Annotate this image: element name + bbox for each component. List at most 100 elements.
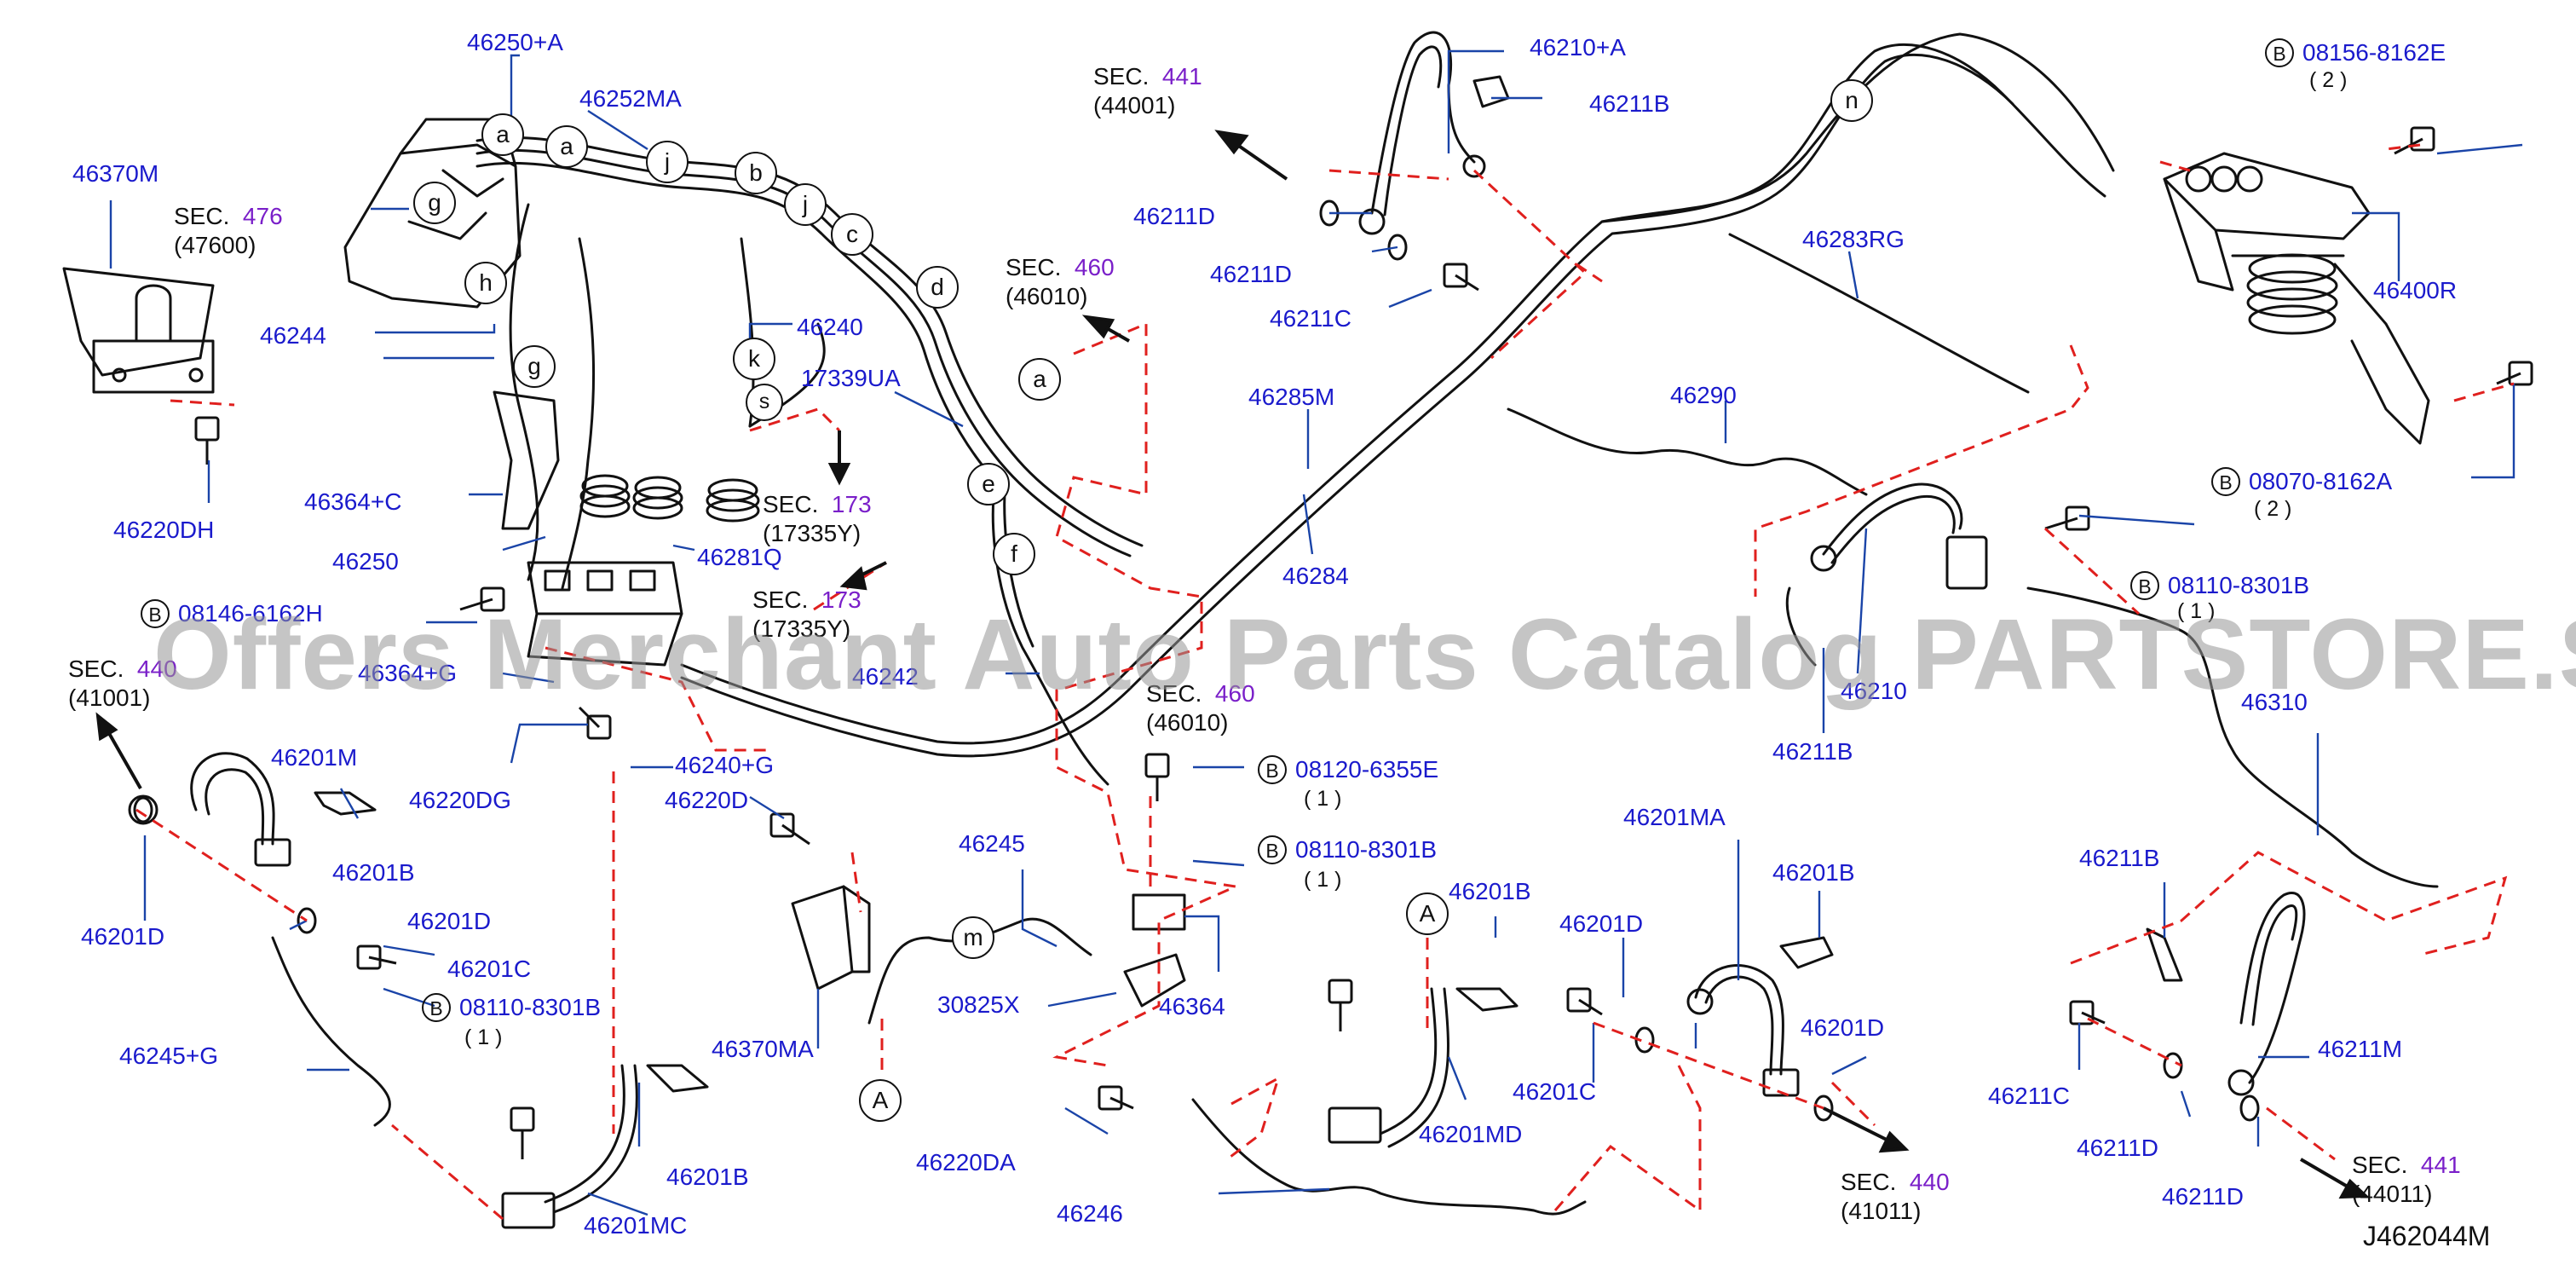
section-ref-440-b[interactable]: SEC. 440 (41011) xyxy=(1841,1168,1950,1226)
part-label-46211d-right2[interactable]: 46211D xyxy=(2162,1183,2245,1210)
part-label-46201b-lower[interactable]: 46201B xyxy=(666,1164,749,1190)
part-label-46245g[interactable]: 46245+G xyxy=(119,1043,218,1069)
sec-number: 173 xyxy=(821,586,862,613)
section-ref-441-a[interactable]: SEC. 441 (44001) xyxy=(1093,62,1202,120)
part-label-46211d-top[interactable]: 46211D xyxy=(1133,203,1216,229)
part-label-46364c[interactable]: 46364+C xyxy=(304,488,402,515)
part-label-30825x[interactable]: 30825X xyxy=(937,991,1020,1018)
part-label-46201ma[interactable]: 46201MA xyxy=(1623,804,1726,830)
clip-bubble-k[interactable]: k xyxy=(733,338,775,380)
bolt-code-08070-8162a[interactable]: B 08070-8162A xyxy=(2211,467,2392,496)
part-label-46211c-top[interactable]: 46211C xyxy=(1270,305,1352,332)
clip-bubble-n[interactable]: n xyxy=(1830,79,1873,122)
clip-bubble-c[interactable]: c xyxy=(831,213,873,256)
part-label-46201d-right2[interactable]: 46201D xyxy=(1801,1014,1885,1041)
part-label-46211b-mid[interactable]: 46211B xyxy=(1772,738,1853,765)
clip-bubble-f[interactable]: f xyxy=(993,533,1035,575)
clip-bubble-g[interactable]: g xyxy=(413,182,456,224)
clip-bubble-A[interactable]: A xyxy=(1406,892,1449,935)
part-label-46211d-top2[interactable]: 46211D xyxy=(1210,261,1293,287)
part-label-46201md[interactable]: 46201MD xyxy=(1419,1121,1523,1147)
diagram-id: J462044M xyxy=(2363,1221,2491,1251)
part-label-46211d-right[interactable]: 46211D xyxy=(2077,1135,2159,1161)
bolt-code-08110-8301b-center[interactable]: B 08110-8301B xyxy=(1258,835,1437,864)
part-label-46220dg[interactable]: 46220DG xyxy=(409,787,511,813)
part-label-46201b-right[interactable]: 46201B xyxy=(1772,859,1855,886)
section-ref-441-b[interactable]: SEC. 441 (44011) xyxy=(2352,1151,2461,1209)
part-label-46210a[interactable]: 46210+A xyxy=(1530,34,1626,61)
part-label-46220d[interactable]: 46220D xyxy=(665,787,749,813)
part-label-46283rg[interactable]: 46283RG xyxy=(1802,226,1905,252)
part-label-46281q[interactable]: 46281Q xyxy=(697,544,782,570)
part-label-46244[interactable]: 46244 xyxy=(260,322,326,349)
part-label-46201d-right[interactable]: 46201D xyxy=(1559,910,1644,937)
clip-bubble-j[interactable]: j xyxy=(646,141,689,183)
clip-bubble-b[interactable]: b xyxy=(735,152,777,194)
part-label-46211b-top[interactable]: 46211B xyxy=(1589,90,1670,117)
section-ref-476[interactable]: SEC. 476 (47600) xyxy=(174,202,283,260)
part-label-46364[interactable]: 46364 xyxy=(1159,993,1225,1020)
part-label-46211c-right[interactable]: 46211C xyxy=(1988,1083,2071,1109)
bolt-code-08110-8301b-right[interactable]: B 08110-8301B xyxy=(2130,571,2309,600)
sec-number: 440 xyxy=(136,656,177,682)
part-label-46211b-right[interactable]: 46211B xyxy=(2079,845,2160,871)
part-label-46201c-left[interactable]: 46201C xyxy=(447,956,532,982)
part-label-46220dh[interactable]: 46220DH xyxy=(113,517,215,543)
part-label-46201mc[interactable]: 46201MC xyxy=(584,1212,688,1239)
part-label-17339ua[interactable]: 17339UA xyxy=(801,365,901,391)
part-label-46250a[interactable]: 46250+A xyxy=(467,29,563,55)
section-ref-173-a[interactable]: SEC. 173 (17335Y) xyxy=(763,490,872,548)
section-ref-173-b[interactable]: SEC. 173 (17335Y) xyxy=(752,586,862,644)
part-label-46201d-left[interactable]: 46201D xyxy=(81,923,165,950)
clip-bubble-A[interactable]: A xyxy=(859,1079,902,1122)
part-label-46250[interactable]: 46250 xyxy=(332,548,399,575)
part-label-46201d-left2[interactable]: 46201D xyxy=(407,908,492,934)
part-label-46370m[interactable]: 46370M xyxy=(72,160,159,187)
part-label-46310[interactable]: 46310 xyxy=(2241,689,2308,715)
bolt-code-text: 08156-8162E xyxy=(2302,39,2446,66)
part-label-46201m[interactable]: 46201M xyxy=(271,744,358,771)
part-label-46364g[interactable]: 46364+G xyxy=(358,660,457,686)
clip-bubble-a[interactable]: a xyxy=(481,113,524,156)
section-ref-460-a[interactable]: SEC. 460 (46010) xyxy=(1006,253,1115,311)
part-label-46246[interactable]: 46246 xyxy=(1057,1200,1123,1227)
bolt-code-08120-6355e[interactable]: B 08120-6355E xyxy=(1258,755,1438,784)
part-label-46252ma[interactable]: 46252MA xyxy=(579,85,682,112)
part-label-46370ma[interactable]: 46370MA xyxy=(712,1036,814,1062)
clip-bubble-d[interactable]: d xyxy=(916,266,959,309)
bolt-code-text: 08110-8301B xyxy=(459,994,602,1020)
sec-ref: (17335Y) xyxy=(752,615,851,643)
clip-bubble-h[interactable]: h xyxy=(464,262,507,304)
clip-bubble-g[interactable]: g xyxy=(513,345,556,388)
bolt-code-08156-8162e[interactable]: B 08156-8162E xyxy=(2265,38,2446,67)
section-ref-460-b[interactable]: SEC. 460 (46010) xyxy=(1146,679,1255,737)
part-label-46242[interactable]: 46242 xyxy=(852,663,919,690)
sec-prefix: SEC. xyxy=(752,586,809,613)
sec-prefix: SEC. xyxy=(1006,254,1062,280)
part-label-46210[interactable]: 46210 xyxy=(1841,678,1907,704)
part-label-46245[interactable]: 46245 xyxy=(959,830,1025,857)
part-label-46240g[interactable]: 46240+G xyxy=(675,752,774,778)
bolt-code-text: 08110-8301B xyxy=(1295,836,1438,863)
clip-bubble-j[interactable]: j xyxy=(784,183,827,226)
part-label-46201b-center[interactable]: 46201B xyxy=(1449,878,1531,904)
clip-bubble-a[interactable]: a xyxy=(1018,358,1061,401)
part-label-46284[interactable]: 46284 xyxy=(1282,563,1349,589)
part-label-46211m[interactable]: 46211M xyxy=(2318,1036,2403,1062)
clip-bubble-e[interactable]: e xyxy=(967,463,1010,505)
part-label-46290[interactable]: 46290 xyxy=(1670,382,1737,408)
part-label-46400r[interactable]: 46400R xyxy=(2373,277,2458,303)
bolt-code-08110-8301b-left[interactable]: B 08110-8301B xyxy=(422,993,601,1022)
clip-bubble-a[interactable]: a xyxy=(545,125,588,168)
clip-bubble-s[interactable]: s xyxy=(746,384,783,421)
clip-bubble-m[interactable]: m xyxy=(952,916,994,959)
part-label-46201b-left[interactable]: 46201B xyxy=(332,859,415,886)
part-label-46201c-right[interactable]: 46201C xyxy=(1513,1078,1597,1105)
bolt-code-08146-6162h[interactable]: B 08146-6162H xyxy=(141,599,323,628)
part-label-46285m[interactable]: 46285M xyxy=(1248,384,1335,410)
section-ref-440-a[interactable]: SEC. 440 (41001) xyxy=(68,655,177,713)
sec-prefix: SEC. xyxy=(174,203,230,229)
part-label-46240[interactable]: 46240 xyxy=(797,314,863,340)
part-label-46220da[interactable]: 46220DA xyxy=(916,1149,1016,1175)
